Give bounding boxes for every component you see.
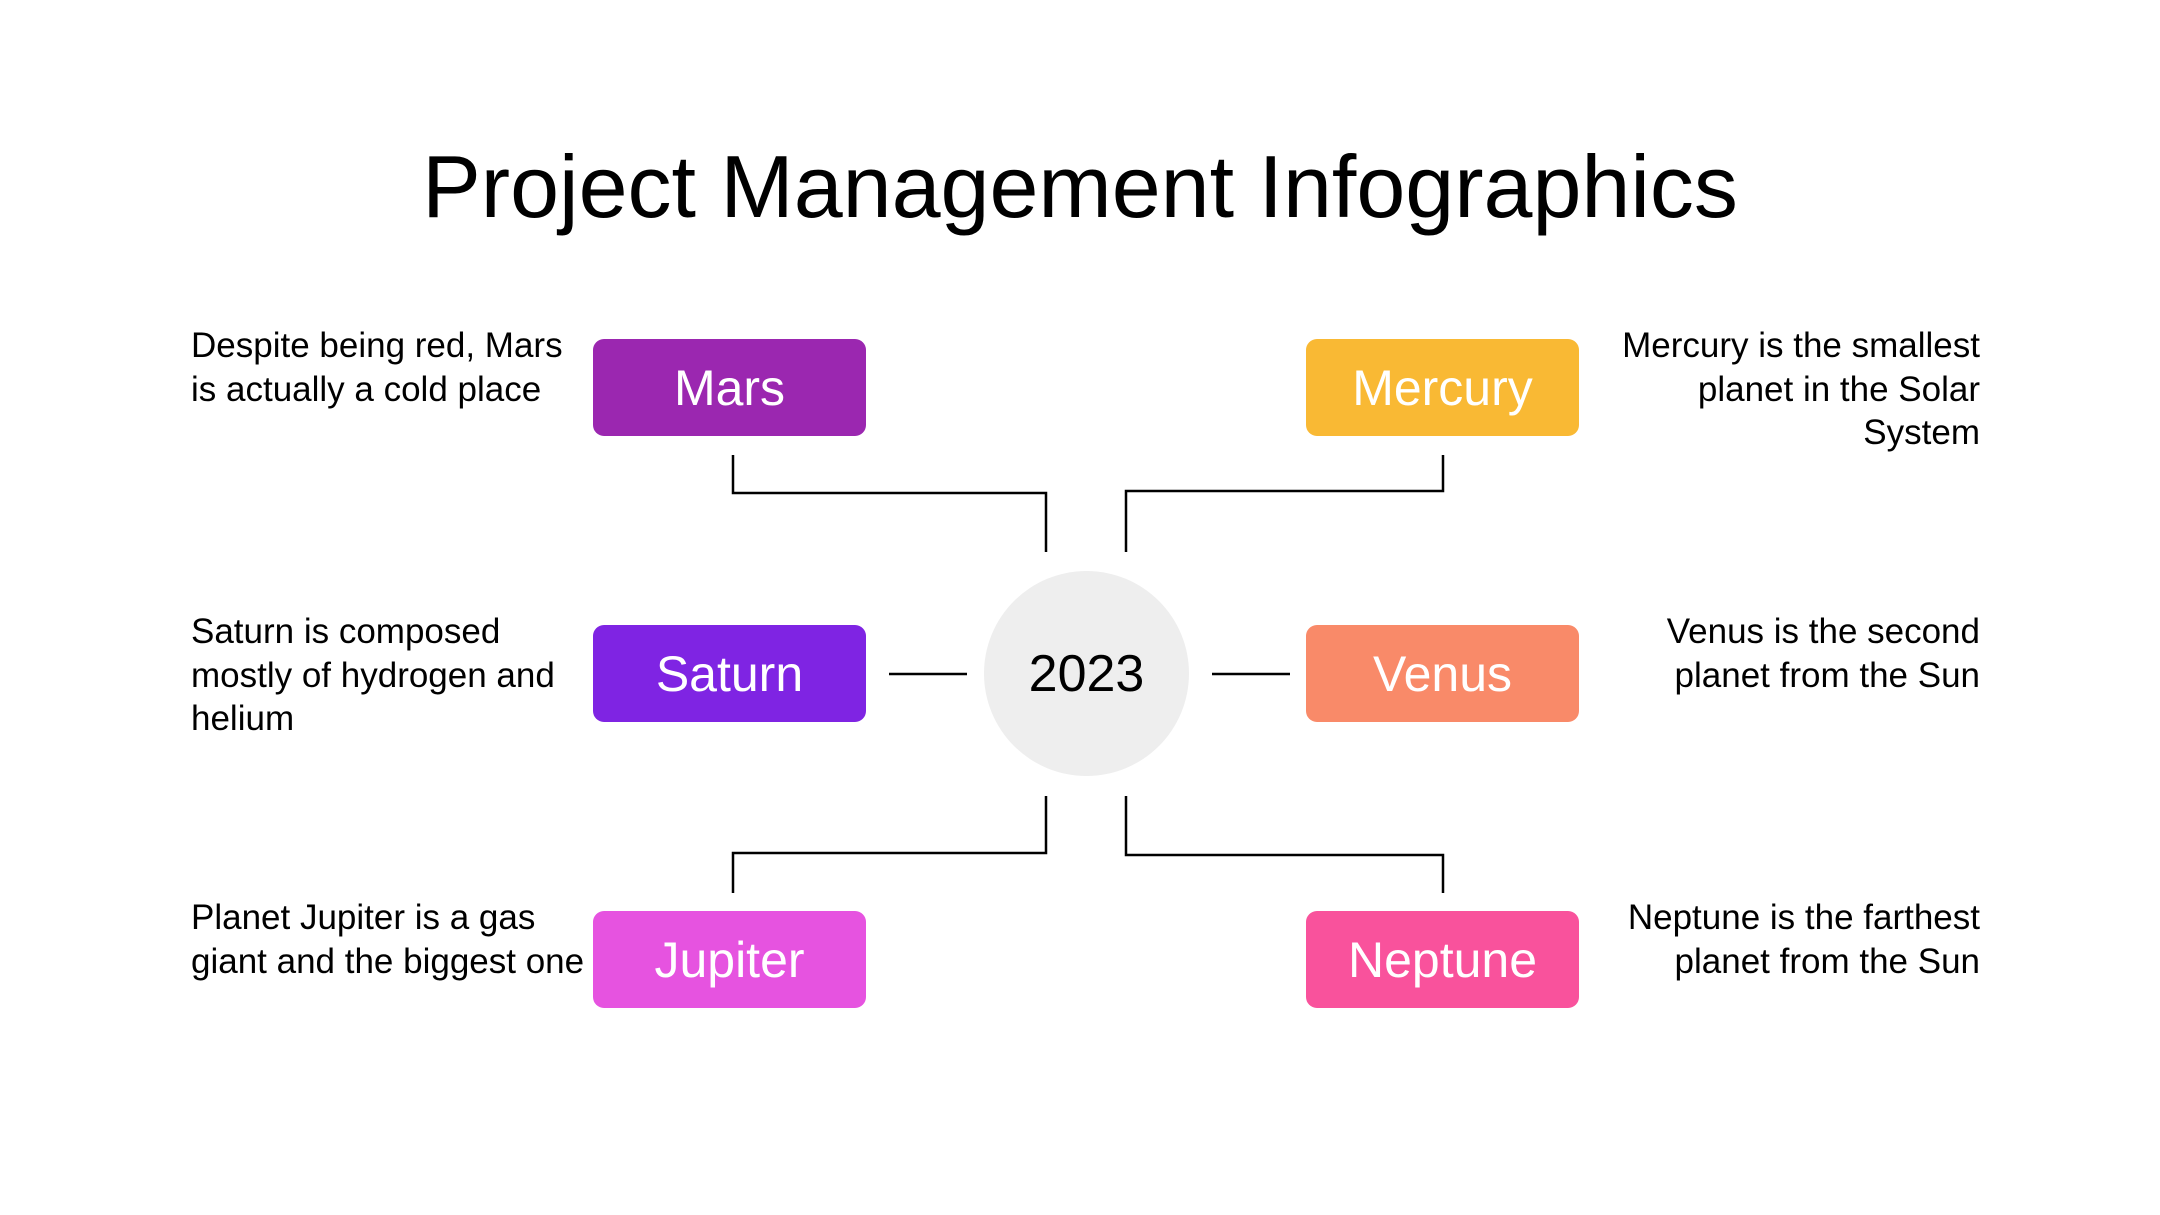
venus-label: Venus [1372,645,1512,702]
mercury-label: Mercury [1352,359,1533,416]
venus-description: Venus is the second planet from the Sun [1666,612,1980,695]
neptune-label: Neptune [1347,931,1538,988]
connector-jupiter [731,796,1048,893]
neptune-label-box: Neptune [1306,911,1579,1008]
center-year-circle: 2023 [984,571,1189,776]
connector-mars [731,455,1048,552]
mercury-label-box: Mercury [1306,339,1579,436]
saturn-description: Saturn is composed mostly of hydrogen an… [191,612,555,738]
saturn-label-box: Saturn [593,625,866,722]
mars-description: Despite being red, Mars is actually a co… [191,326,563,409]
neptune-description: Neptune is the farthest planet from the … [1627,898,1980,981]
jupiter-description: Planet Jupiter is a gas giant and the bi… [191,898,585,981]
saturn-label: Saturn [655,645,804,702]
mercury-description: Mercury is the smallest planet in the So… [1622,326,1980,452]
jupiter-label-box: Jupiter [593,911,866,1008]
connector-neptune [1124,796,1445,893]
mars-label: Mars [673,359,786,416]
slide-title: Project Management Infographics [422,137,1738,236]
connector-mercury [1124,455,1445,552]
center-year: 2023 [1028,644,1145,703]
mars-label-box: Mars [593,339,866,436]
jupiter-label: Jupiter [654,931,805,988]
venus-label-box: Venus [1306,625,1579,722]
